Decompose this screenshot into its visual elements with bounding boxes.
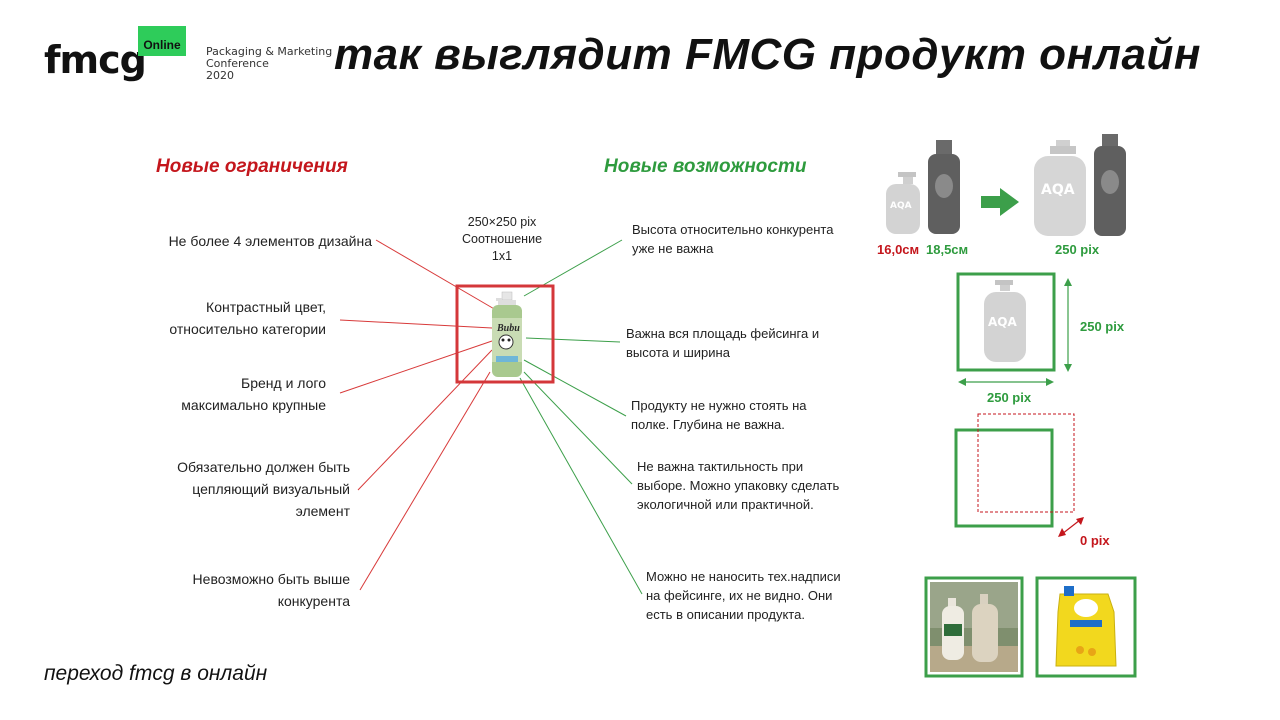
box-height-label: 250 pix: [1080, 319, 1125, 334]
line-limit-4: [357, 349, 493, 491]
svg-text:AQA: AQA: [1041, 182, 1075, 198]
product-brand-text: Bubu: [496, 323, 520, 334]
logo-badge: Online: [138, 26, 186, 56]
logo-wordmark: fmcg: [44, 38, 147, 82]
square-box-frame: [956, 272, 1056, 372]
depth-label: 0 pix: [1080, 533, 1110, 548]
line-opp-3: [523, 359, 627, 417]
line-opp-4: [523, 371, 633, 485]
limit-item-1: Не более 4 элементов дизайна: [168, 233, 372, 249]
height-small-label: 16,0см: [877, 242, 920, 257]
box-width-label: 250 pix: [987, 390, 1032, 405]
product-size-caption: 250×250 pix Соотношение 1x1: [461, 215, 543, 263]
limit-item-3: Бренд и лого максимально крупные: [181, 375, 326, 413]
line-opp-5: [519, 377, 643, 595]
opportunity-item-5: Можно не наносить тех.надписи на фейсинг…: [646, 569, 841, 622]
line-opp-2: [525, 337, 621, 343]
limit-item-2: Контрастный цвет, относительно категории: [169, 299, 326, 337]
equal-size-label: 250 pix: [1055, 242, 1100, 257]
soap-pouch-icon: [1055, 586, 1117, 667]
depth-back-frame: [977, 413, 1075, 513]
line-limit-3: [339, 340, 493, 394]
footer-caption: переход fmcg в онлайн: [44, 662, 268, 685]
small-bottle-aqa-icon: AQA: [886, 172, 920, 234]
thumb-eco-frame: [924, 576, 1024, 678]
opportunity-item-1: Высота относительно конкурента уже не ва…: [632, 222, 834, 256]
line-limit-2: [339, 319, 493, 329]
page-title: так выглядит FMCG продукт онлайн: [334, 30, 1201, 79]
height-large-label: 18,5см: [926, 242, 969, 257]
opportunity-item-3: Продукту не нужно стоять на полке. Глуби…: [631, 398, 807, 432]
eco-bottles-icon: [942, 594, 998, 662]
product-bottle-icon: [492, 291, 522, 377]
depth-dimension-line: [1061, 519, 1081, 535]
box-bottle-aqa-icon: AQA: [984, 280, 1026, 362]
svg-text:AQA: AQA: [890, 201, 912, 211]
thumb-pouch-frame: [1035, 576, 1137, 678]
line-limit-1: [375, 239, 497, 311]
small-bottle-grey-icon: [928, 140, 960, 234]
large-bottle-grey-icon: [1094, 134, 1126, 236]
limit-item-5: Невозможно быть выше конкурента: [192, 571, 350, 609]
arrow-right-icon: [981, 188, 1019, 216]
product-frame: [455, 284, 555, 384]
svg-text:AQA: AQA: [988, 315, 1017, 329]
opportunities-heading: Новые возможности: [604, 156, 807, 177]
large-bottle-aqa-icon: AQA: [1034, 140, 1086, 236]
depth-front-frame: [954, 428, 1054, 528]
opportunity-item-4: Не важна тактильность при выборе. Можно …: [637, 459, 840, 512]
limits-heading: Новые ограничения: [156, 156, 348, 177]
opportunity-item-2: Важна вся площадь фейсинга и высота и ши…: [626, 326, 820, 360]
conference-name: Packaging & Marketing Conference 2020: [206, 45, 333, 82]
limit-item-4: Обязательно должен быть цепляющий визуал…: [177, 459, 350, 519]
line-limit-5: [359, 371, 491, 591]
